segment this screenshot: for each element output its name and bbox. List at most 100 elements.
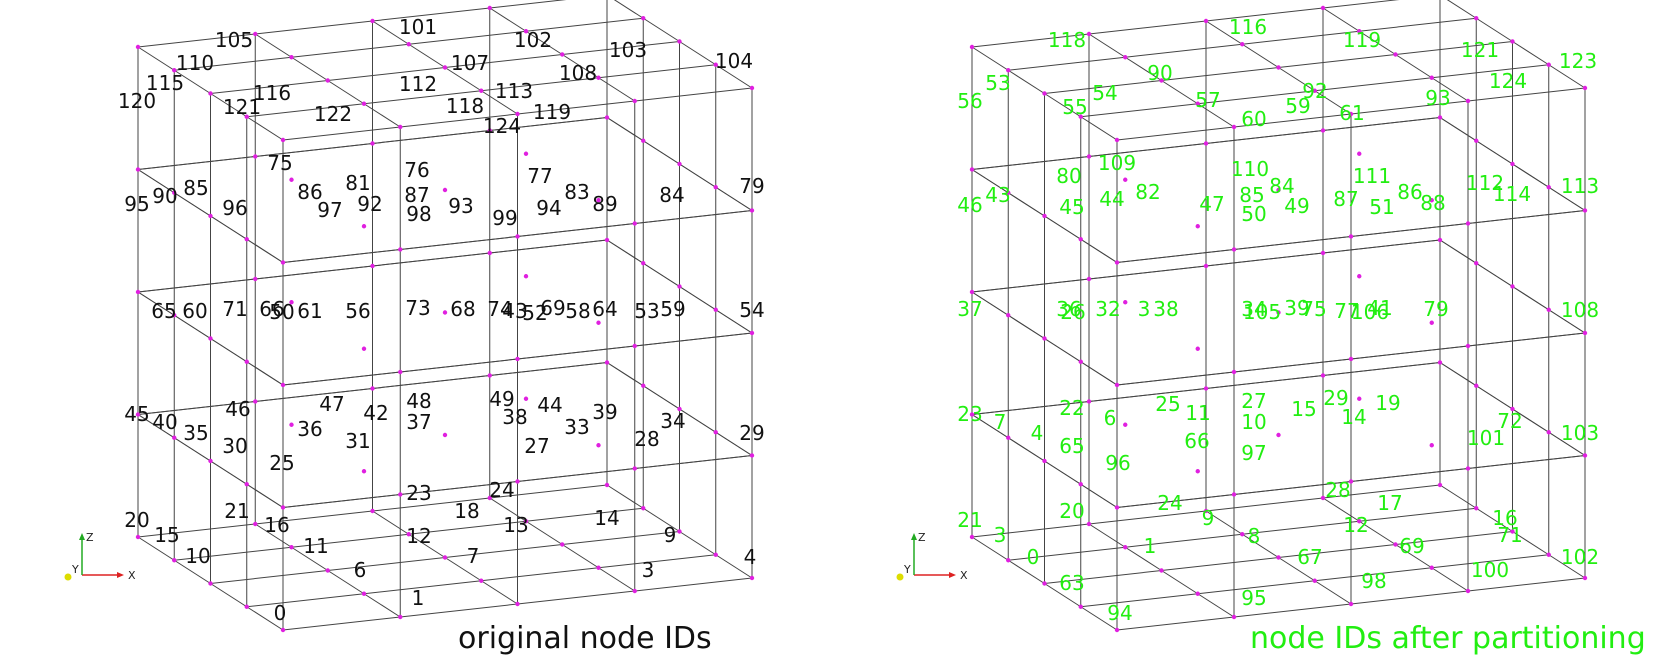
node-id-label: 6 (354, 558, 367, 582)
mesh-edge (1322, 362, 1441, 376)
node-id-label: 74 (487, 297, 512, 321)
mesh-edge (444, 544, 563, 558)
mesh-edge (327, 67, 446, 81)
mesh-edge (1467, 87, 1586, 102)
mesh-edge (255, 265, 373, 280)
mesh-edge (1314, 90, 1352, 115)
mesh-node (677, 529, 682, 534)
node-id-label: 16 (1492, 506, 1517, 530)
z-arrowhead-icon (911, 533, 917, 540)
mesh-edge (1475, 140, 1513, 165)
mesh-node (515, 356, 520, 362)
mesh-node (1006, 558, 1011, 563)
mesh-node (280, 260, 286, 265)
node-id-label: 80 (1056, 164, 1081, 188)
mesh-edge (1512, 286, 1550, 311)
node-id-label: 111 (1353, 164, 1391, 188)
mesh-edge (489, 117, 608, 131)
mesh-node (560, 52, 565, 57)
x-arrowhead-icon (949, 572, 956, 578)
mesh-node (1582, 330, 1588, 336)
mesh-node (244, 114, 249, 119)
mesh-edge (1446, 0, 1477, 19)
mesh-edge (598, 567, 636, 592)
node-id-label: 28 (1325, 478, 1350, 502)
node-id-label: 1 (412, 586, 425, 610)
node-id-label: 79 (739, 174, 764, 198)
mesh-edge (363, 580, 482, 595)
node-id-label: 0 (1027, 545, 1040, 569)
mesh-edge (1233, 603, 1352, 618)
mesh-node (1276, 65, 1281, 70)
mesh-node (677, 284, 682, 289)
mesh-node (523, 519, 529, 524)
mesh-edge (971, 46, 1009, 71)
mesh-node (1276, 555, 1281, 560)
mesh-node (208, 91, 213, 96)
node-id-label: 11 (303, 534, 328, 558)
mesh-node (1546, 62, 1551, 67)
mesh-edge (1322, 0, 1400, 9)
mesh-node (1114, 260, 1120, 265)
mesh-edge (1395, 544, 1433, 569)
mesh-node (677, 39, 682, 44)
mesh-edge (137, 414, 175, 439)
mesh-edge (408, 533, 446, 558)
node-id-label: 59 (1285, 94, 1310, 118)
mesh-edge (562, 41, 680, 55)
node-id-label: 77 (1334, 299, 1359, 323)
mesh-edge (517, 468, 635, 482)
mesh-node (487, 5, 492, 11)
mesh-edge (1241, 43, 1279, 68)
mesh-edge (1116, 616, 1235, 631)
mesh-node (1357, 519, 1362, 524)
mesh-edge (562, 531, 680, 545)
mesh-node (1231, 247, 1237, 252)
mesh-node (1474, 261, 1479, 266)
node-id-label: 67 (1297, 545, 1322, 569)
node-id-label: 102 (514, 28, 552, 52)
mesh-edge (971, 169, 1009, 194)
node-id-label: 113 (1561, 174, 1599, 198)
mesh-edge (1116, 371, 1235, 386)
node-id-label: 14 (594, 506, 619, 530)
mesh-node (289, 55, 294, 60)
mesh-edge (1439, 484, 1477, 509)
node-id-label: 121 (1461, 38, 1499, 62)
mesh-node (370, 18, 375, 24)
node-id-label: 22 (1059, 396, 1084, 420)
mesh-node (361, 346, 367, 351)
node-id-label: 105 (215, 28, 253, 52)
mesh-edge (481, 567, 599, 582)
mesh-node (479, 88, 484, 93)
mesh-edge (679, 286, 717, 311)
mesh-node (523, 274, 529, 279)
mesh-edge (408, 43, 446, 68)
mesh-node (1240, 532, 1245, 537)
mesh-edge (282, 371, 401, 386)
mesh-node (1276, 432, 1281, 438)
mesh-edge (400, 236, 518, 250)
y-axis-dot (64, 573, 72, 581)
mesh-edge (1044, 93, 1082, 118)
mesh-edge (210, 80, 328, 94)
mesh-node (632, 221, 637, 226)
mesh-edge (137, 156, 256, 170)
node-id-label: 47 (1199, 192, 1224, 216)
node-id-label: 85 (1239, 183, 1264, 207)
mesh-node (1042, 91, 1047, 96)
mesh-edge (1359, 17, 1477, 32)
mesh-edge (246, 593, 365, 608)
node-id-label: 75 (267, 151, 292, 175)
mesh-edge (1467, 455, 1586, 469)
mesh-node (749, 575, 755, 581)
mesh-node (515, 479, 520, 484)
mesh-edge (255, 510, 373, 525)
mesh-edge (282, 494, 401, 508)
mesh-edge (1125, 533, 1243, 548)
mesh-node (253, 31, 258, 37)
mesh-edge (255, 143, 373, 157)
mesh-node (749, 85, 755, 91)
mesh-edge (400, 113, 518, 128)
